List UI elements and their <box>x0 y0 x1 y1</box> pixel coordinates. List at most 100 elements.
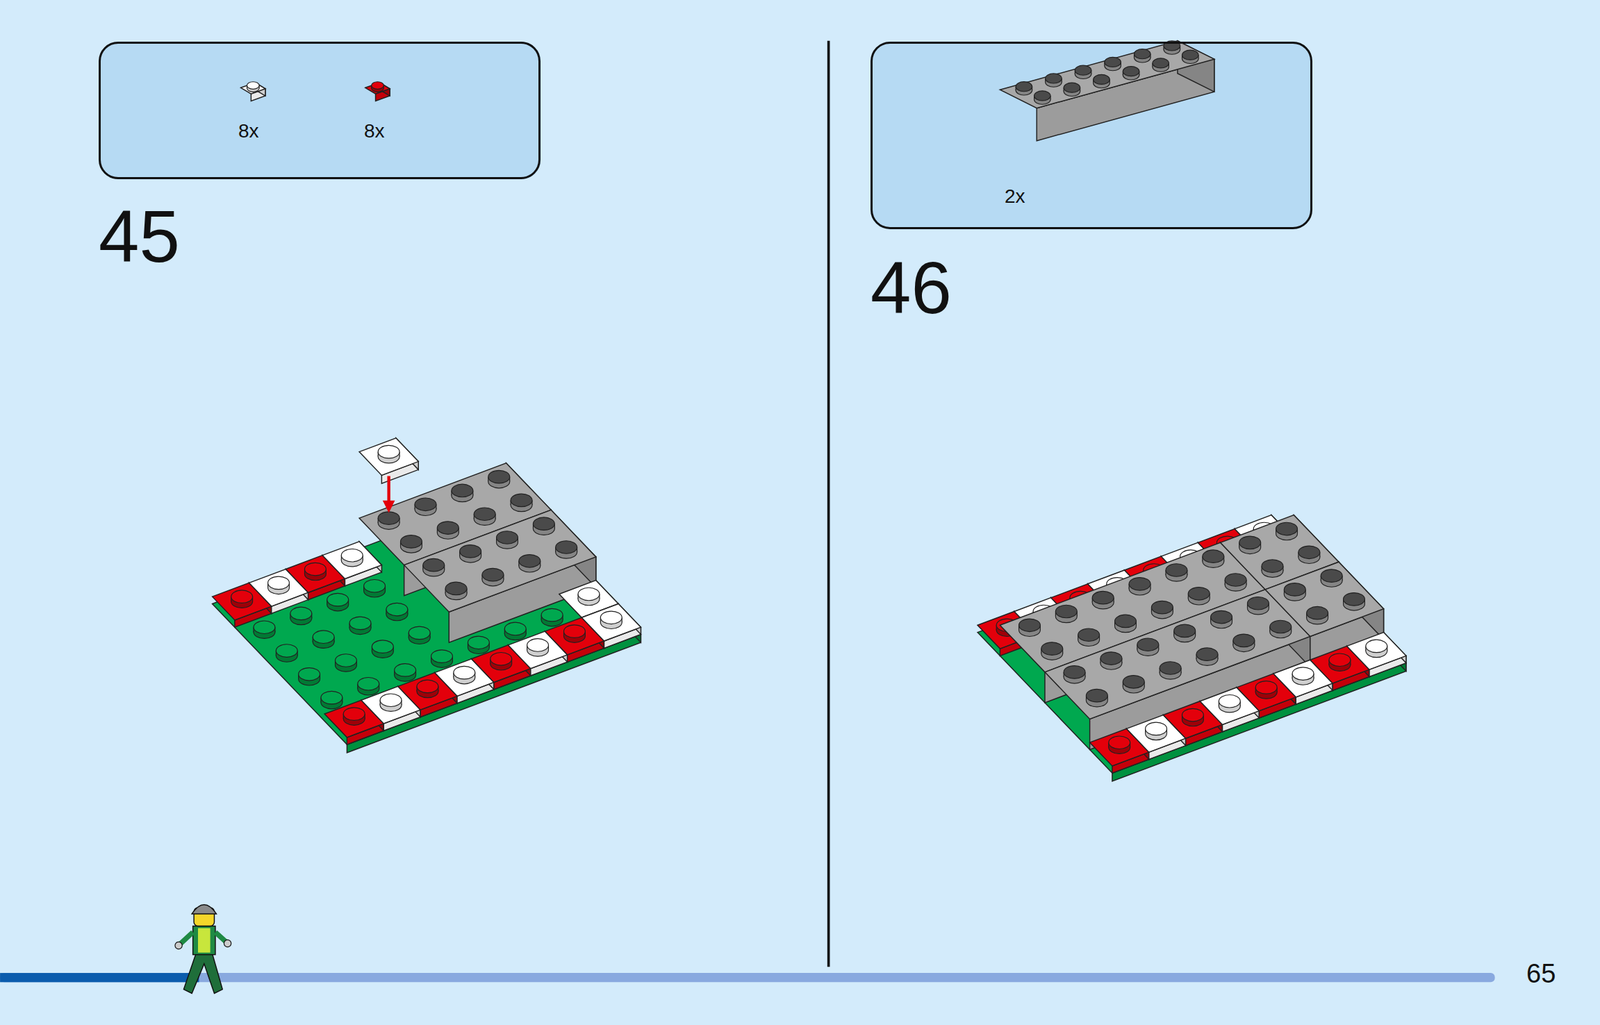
stud <box>527 639 549 653</box>
stud <box>1276 522 1298 536</box>
stud <box>482 568 504 582</box>
stud <box>371 640 394 654</box>
step-number: 45 <box>98 200 180 274</box>
stud <box>1261 559 1284 574</box>
stud <box>1255 681 1277 695</box>
placement-arrow <box>386 475 390 505</box>
stud <box>377 445 400 459</box>
stud <box>1152 58 1169 69</box>
stud <box>1174 624 1196 638</box>
stud <box>400 535 423 549</box>
stud <box>445 582 467 596</box>
stud <box>364 580 386 594</box>
stud <box>1210 610 1233 624</box>
stud <box>320 691 343 705</box>
stud <box>1159 662 1182 676</box>
stud <box>504 622 526 636</box>
stud <box>518 555 541 569</box>
stud <box>1202 550 1225 564</box>
stud <box>1298 546 1321 560</box>
stud <box>1137 638 1159 652</box>
stud <box>394 664 417 678</box>
stud <box>1306 606 1329 620</box>
figure-vest <box>198 928 211 953</box>
stud <box>1122 675 1145 690</box>
stud <box>371 81 385 90</box>
stud <box>453 666 476 680</box>
stud <box>1115 614 1137 629</box>
stud <box>1165 564 1188 578</box>
stud <box>386 603 408 617</box>
stud <box>1093 74 1110 85</box>
stud <box>1133 49 1150 60</box>
stud <box>1182 50 1199 60</box>
parts-callout-box: 8x8x <box>98 41 541 180</box>
figure-hat <box>191 905 217 915</box>
stud <box>380 694 402 708</box>
stud <box>408 626 431 640</box>
stud <box>541 608 563 622</box>
stud <box>312 630 335 645</box>
stud <box>1085 689 1108 703</box>
brick-top <box>359 438 419 476</box>
stud <box>1343 593 1366 607</box>
stud <box>1151 600 1173 615</box>
parts-panel-fill <box>99 41 542 180</box>
stud <box>1292 667 1314 681</box>
stud <box>436 521 459 535</box>
stud <box>600 611 622 625</box>
stud <box>1104 56 1121 67</box>
stud <box>268 576 290 590</box>
stud <box>377 512 400 526</box>
part-quantity: 8x <box>238 121 260 142</box>
page-number: 65 <box>1526 960 1556 988</box>
stud <box>532 517 555 531</box>
stud <box>253 621 276 635</box>
model-drawings <box>175 40 1407 995</box>
stud <box>1063 666 1086 680</box>
stud <box>327 593 349 607</box>
stud <box>1078 628 1100 642</box>
figure-legs <box>183 953 223 994</box>
brick-face <box>346 634 641 754</box>
parts-panel-fill <box>870 41 1313 230</box>
stud <box>555 541 578 555</box>
figure-arm <box>179 932 194 945</box>
stud <box>578 587 600 601</box>
stud <box>1041 642 1063 656</box>
stud <box>1100 652 1123 666</box>
part-quantity: 2x <box>1004 186 1026 207</box>
stud <box>451 484 474 498</box>
stud <box>1092 591 1114 605</box>
stud <box>349 616 371 631</box>
stud <box>1224 573 1247 588</box>
stud <box>1329 653 1351 667</box>
brick-top <box>322 541 382 580</box>
brick-top <box>977 522 1407 774</box>
stud <box>467 636 490 650</box>
stud <box>423 558 445 572</box>
stud <box>246 81 260 90</box>
stud <box>1128 578 1151 592</box>
stud <box>510 493 533 508</box>
placement-arrow <box>382 500 396 514</box>
stud <box>1074 65 1091 76</box>
brick-top <box>1265 562 1384 637</box>
stud <box>496 531 519 545</box>
stud <box>1055 605 1077 619</box>
stud <box>1015 81 1032 92</box>
step-number: 46 <box>870 251 952 325</box>
stud <box>1019 619 1041 633</box>
stud <box>1145 722 1168 736</box>
figure-torso <box>193 926 216 956</box>
progress-bar <box>0 973 1496 983</box>
stud <box>1365 639 1388 654</box>
stud <box>1233 634 1255 648</box>
step-divider <box>827 40 831 968</box>
brick-top <box>999 40 1214 109</box>
stud <box>1283 583 1306 597</box>
progress-fill <box>0 973 199 983</box>
stud <box>1045 73 1062 84</box>
